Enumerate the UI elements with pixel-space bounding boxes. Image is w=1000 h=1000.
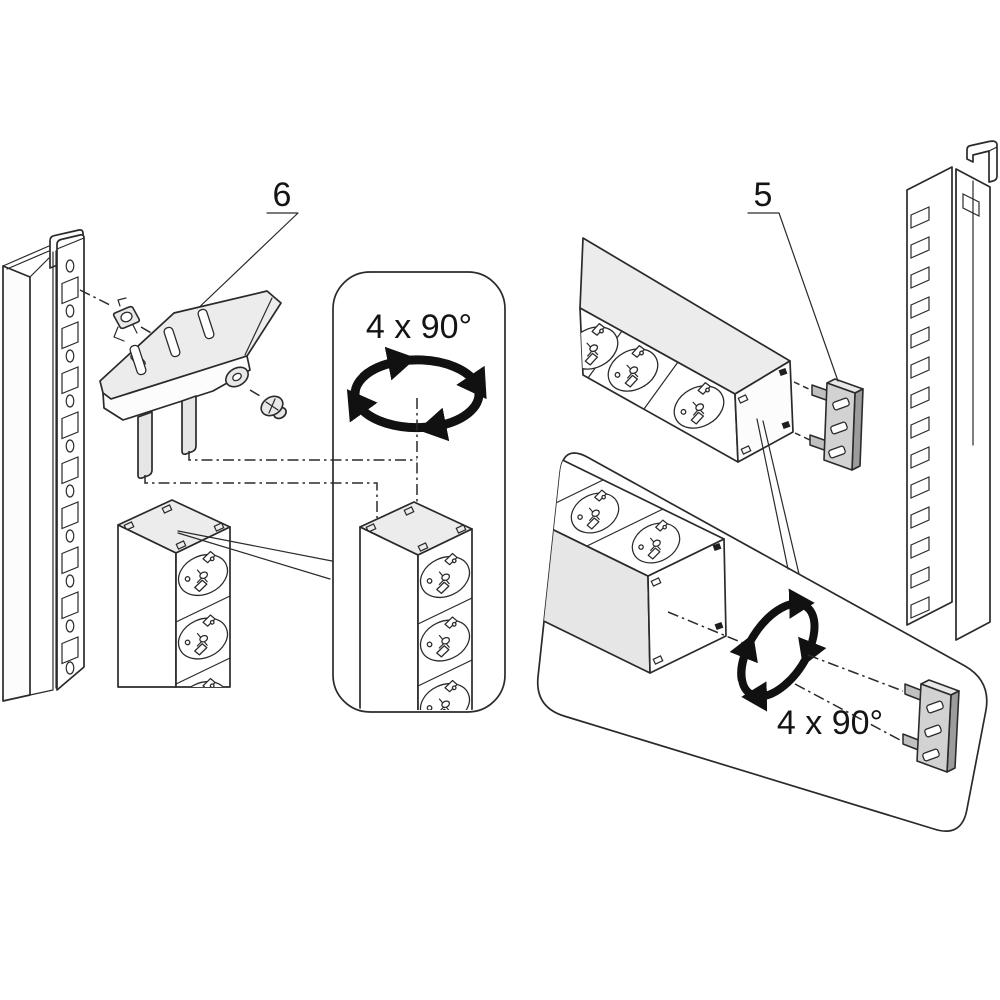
adapter-plate-rotated: [902, 679, 960, 773]
washer: [225, 366, 249, 388]
bracket-tab: [137, 411, 153, 480]
socket-strip-right: [579, 237, 814, 463]
part-label-5-group: 5: [747, 176, 839, 382]
part-label-6-leader: [189, 212, 299, 317]
strip-reference-leader-left: [177, 530, 333, 580]
socket-strip-rotated-right: [537, 453, 727, 674]
bracket-flange: [102, 355, 251, 421]
part-label-5: 5: [754, 176, 773, 214]
rotation-callout-right: 4 x 90°: [536, 452, 988, 832]
part-label-6-group: 6: [189, 176, 299, 317]
rail-hook-tab: [966, 140, 998, 183]
cage-nut: [112, 297, 141, 342]
rack-rail-right: [906, 140, 998, 641]
bracket-tab: [181, 395, 197, 456]
strip-reference-leader-right: [756, 418, 800, 575]
plate-alignment-dashes: [793, 381, 814, 442]
rotation-label-left: 4 x 90°: [366, 308, 472, 346]
socket-strip-left: [117, 499, 231, 688]
rack-rail-left: [2, 229, 85, 702]
rotation-label-right: 4 x 90°: [777, 704, 883, 742]
socket-strip-rotated-left: [359, 501, 473, 710]
plate-axis-lines: [794, 654, 904, 741]
mounting-bracket: [99, 290, 282, 480]
adapter-plate-5: [809, 378, 864, 471]
pan-head-screw: [260, 395, 287, 420]
phillips-cross-icon: [265, 398, 279, 414]
part-label-6: 6: [273, 176, 292, 214]
position-connector-lines: [144, 451, 417, 518]
part-label-5-leader: [747, 212, 839, 382]
rotation-arrows-icon-left: [346, 346, 487, 442]
rotation-arrows-icon-right: [729, 588, 827, 712]
rotation-callout-left: 4 x 90°: [332, 271, 506, 713]
